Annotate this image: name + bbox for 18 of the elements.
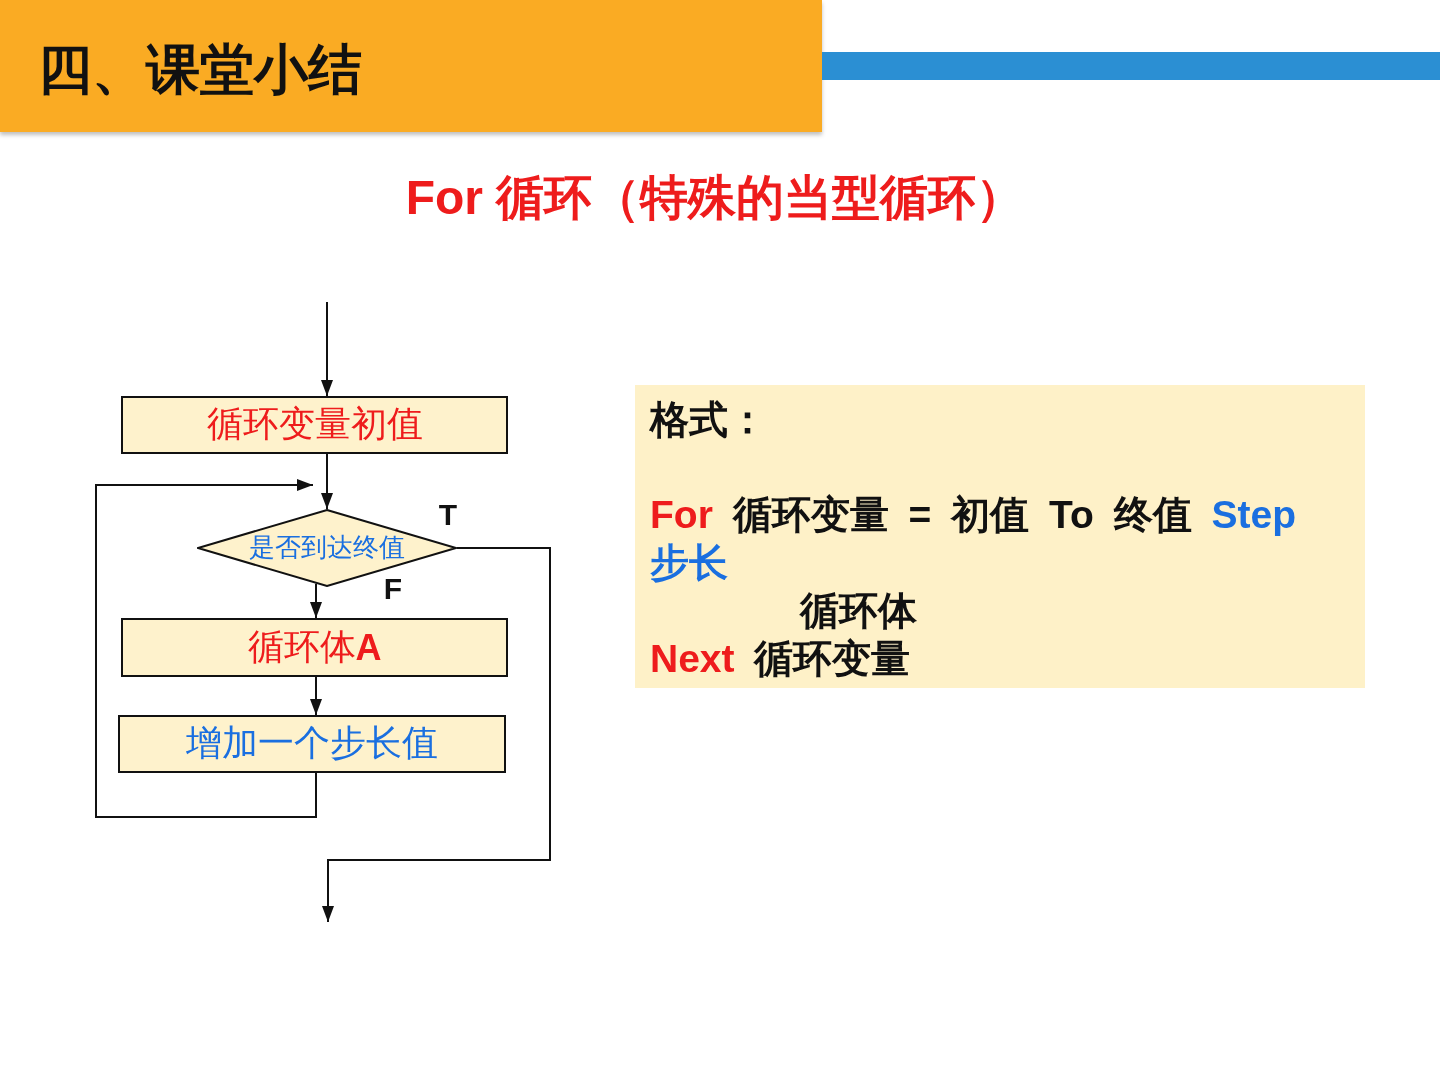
process-box: 循环体A: [121, 618, 508, 677]
code-line: Next 循环变量: [650, 636, 912, 682]
arrow: [95, 479, 317, 818]
code-line: For 循环变量 = 初值 To 终值 Step 步长: [650, 492, 1297, 586]
edge-label: F: [383, 571, 403, 605]
subtitle: For 循环（特殊的当型循环）: [405, 170, 1025, 226]
code-panel: [635, 385, 1365, 688]
arrow: [321, 453, 333, 510]
arrow: [310, 676, 322, 716]
edge-label: T: [438, 497, 458, 531]
arrow: [321, 301, 333, 397]
process-box: 循环变量初值: [121, 396, 508, 454]
arrow: [322, 547, 551, 923]
process-box: 增加一个步长值: [118, 715, 506, 773]
format-heading: 格式：: [650, 397, 768, 443]
heading: 四、课堂小结: [38, 38, 362, 101]
arrow: [310, 582, 322, 619]
code-line: 循环体: [798, 588, 918, 634]
